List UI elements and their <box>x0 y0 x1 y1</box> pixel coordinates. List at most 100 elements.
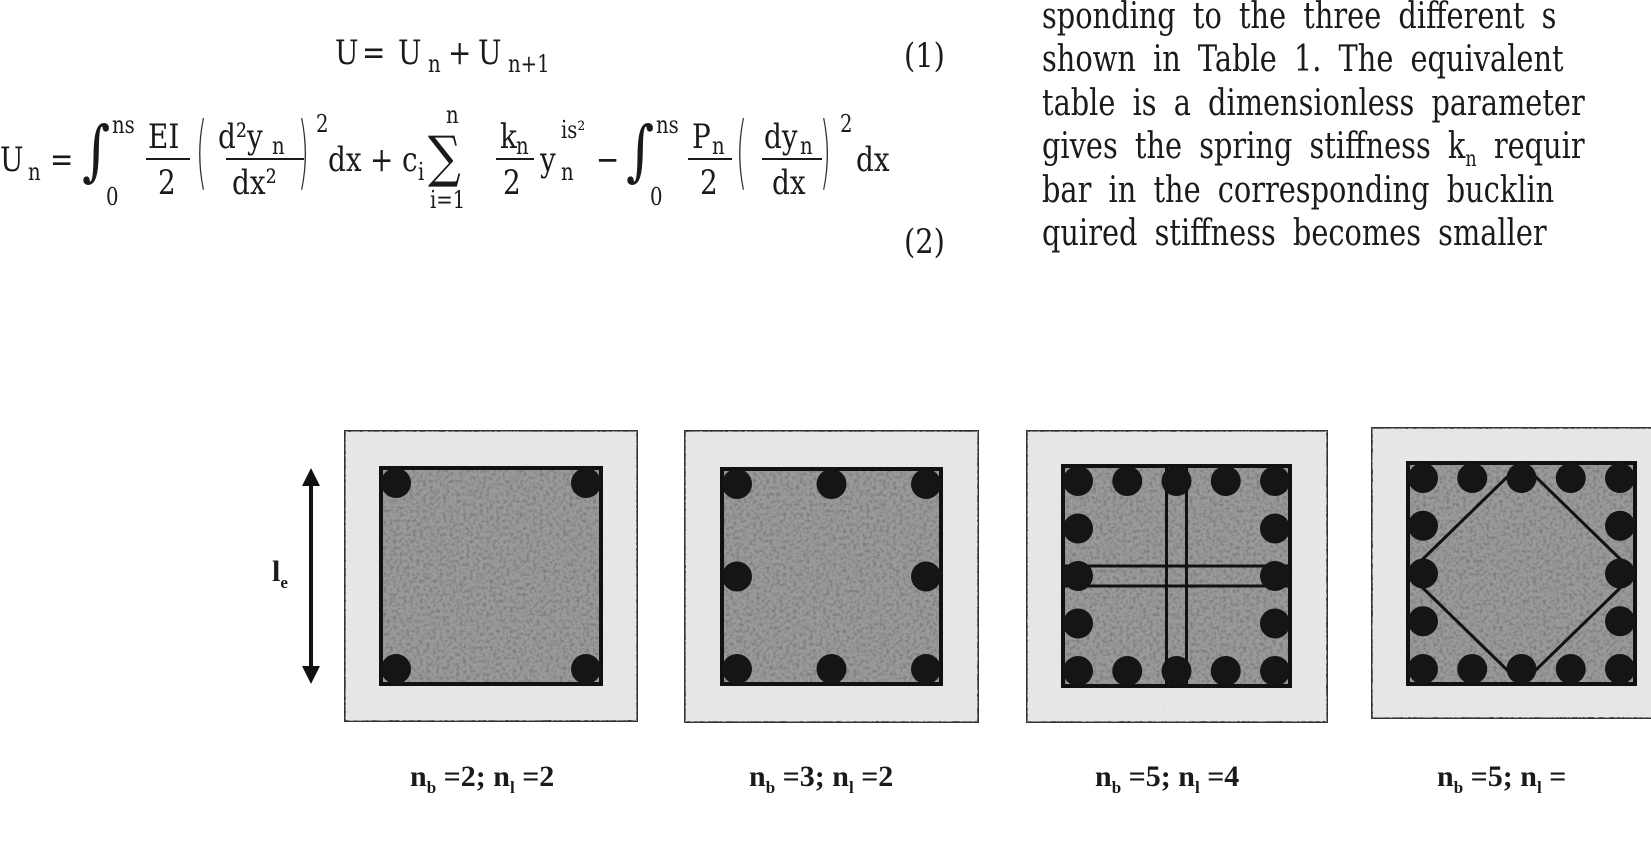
rebar <box>1063 466 1093 496</box>
right-paren: ) <box>820 105 831 198</box>
core-texture <box>722 469 941 684</box>
eq2-frac1-den: 2 <box>158 163 176 203</box>
nl-sub: l <box>848 778 854 797</box>
fraction-bar <box>226 158 304 160</box>
eq2-y-sub: n <box>561 158 574 186</box>
eq2-frac3-num-sub: n <box>712 132 725 160</box>
rebar <box>722 654 752 684</box>
fraction-bar <box>496 158 534 160</box>
rebar <box>1408 463 1438 493</box>
arrow-up-icon <box>302 468 320 486</box>
rebar <box>1605 558 1635 589</box>
nb-sub: b <box>1111 778 1122 797</box>
panel-caption-1: nb =2; nl =2 <box>410 760 555 797</box>
rebar <box>1605 654 1635 684</box>
length-label-sub: e <box>280 573 288 592</box>
rebar <box>1063 656 1093 686</box>
nb-symbol: n <box>1095 760 1112 793</box>
eq2-int2-lower: 0 <box>650 183 663 211</box>
rebar <box>1260 656 1290 686</box>
eq2-square-2: 2 <box>840 110 853 138</box>
nl-value: 2 <box>878 760 894 793</box>
text-fragment: requir <box>1476 126 1585 167</box>
rebar <box>1112 656 1143 686</box>
eq1-number: (1) <box>904 36 945 76</box>
rebar <box>571 654 601 684</box>
text-fragment: gives the spring stiffness k <box>1042 126 1466 167</box>
eq2-c-sub: i <box>418 158 425 186</box>
eq2-frac2-num-sub: n <box>516 132 529 160</box>
eq2-frac2-num: k <box>500 117 517 157</box>
panel-caption-3: nb =5; nl =4 <box>1095 760 1240 797</box>
rebar <box>1063 608 1093 639</box>
rebar <box>1063 513 1093 544</box>
eq2-d2-num: d²y <box>218 117 263 157</box>
rebar <box>1161 656 1192 686</box>
left-paren: ( <box>196 105 207 198</box>
text-line: table is a dimensionless parameter <box>1042 83 1585 124</box>
nl-value: 4 <box>1224 760 1240 793</box>
text-line: quired stiffness becomes smaller <box>1042 213 1547 254</box>
eq2-int1-upper: ns <box>112 111 135 139</box>
rebar <box>911 654 941 684</box>
nb-value: 5 <box>1487 760 1503 793</box>
nb-sub: b <box>765 778 776 797</box>
eq2-c: c <box>402 140 418 180</box>
eq2-dx-1: dx <box>328 140 362 180</box>
length-label: le <box>272 555 288 593</box>
eq2-sum: ∑ <box>428 125 461 190</box>
eq2-d1-num-sub: n <box>800 132 813 160</box>
rebar <box>1408 510 1438 541</box>
fraction-bar <box>688 158 732 160</box>
nb-symbol: n <box>410 760 427 793</box>
rebar <box>1161 466 1192 496</box>
core-texture <box>381 468 601 684</box>
eq2-d2-num-sub: n <box>272 132 285 160</box>
eq2-d1-num: dy <box>764 117 798 157</box>
text-line: bar in the corresponding bucklin <box>1042 170 1555 211</box>
eq2-y: y <box>540 140 556 180</box>
rebar <box>722 561 752 592</box>
rebar <box>911 561 941 592</box>
core-texture <box>1063 466 1290 686</box>
nl-symbol: n <box>493 760 510 793</box>
nb-symbol: n <box>1437 760 1454 793</box>
nl-value: 2 <box>539 760 555 793</box>
eq2-frac3-den: 2 <box>700 163 718 203</box>
rebar <box>1210 466 1241 496</box>
nb-symbol: n <box>749 760 766 793</box>
rebar <box>1260 513 1290 544</box>
text-line: gives the spring stiffness kn requir <box>1042 126 1585 172</box>
nl-symbol: n <box>1178 760 1195 793</box>
rebar <box>1555 654 1586 684</box>
arrow-down-icon <box>302 666 320 684</box>
nl-symbol: n <box>1520 760 1537 793</box>
eq2-integral-1: ∫ <box>82 112 111 189</box>
rebar <box>1457 654 1488 684</box>
fraction-bar <box>146 158 190 160</box>
rebar <box>1605 606 1635 637</box>
eq2-square-1: 2 <box>316 110 329 138</box>
rebar <box>1555 463 1586 493</box>
eq2-plus: + <box>370 140 394 180</box>
k-subscript: n <box>1465 147 1477 173</box>
panel-caption-2: nb =3; nl =2 <box>749 760 894 797</box>
nl-sub: l <box>509 778 515 797</box>
rebar <box>1260 608 1290 639</box>
nb-value: 3 <box>799 760 815 793</box>
eq2-int2-upper: ns <box>656 111 679 139</box>
eq2-d2-den: dx² <box>232 163 277 203</box>
eq1-lhs: U <box>335 33 359 73</box>
eq2-minus: − <box>596 140 620 180</box>
rebar <box>1408 654 1438 684</box>
rebar <box>816 469 847 499</box>
eq2-lhs-sub: n <box>28 158 41 186</box>
eq2-d1-den: dx <box>772 163 806 203</box>
eq2-lhs: U <box>0 140 24 180</box>
eq2-sum-lower: i=1 <box>430 186 466 214</box>
eq2-y-sup: is² <box>561 116 586 144</box>
eq1-term2-sub: n+1 <box>508 50 550 78</box>
text-line: shown in Table 1. The equivalent <box>1042 39 1564 80</box>
eq2-integral-2: ∫ <box>626 112 655 189</box>
